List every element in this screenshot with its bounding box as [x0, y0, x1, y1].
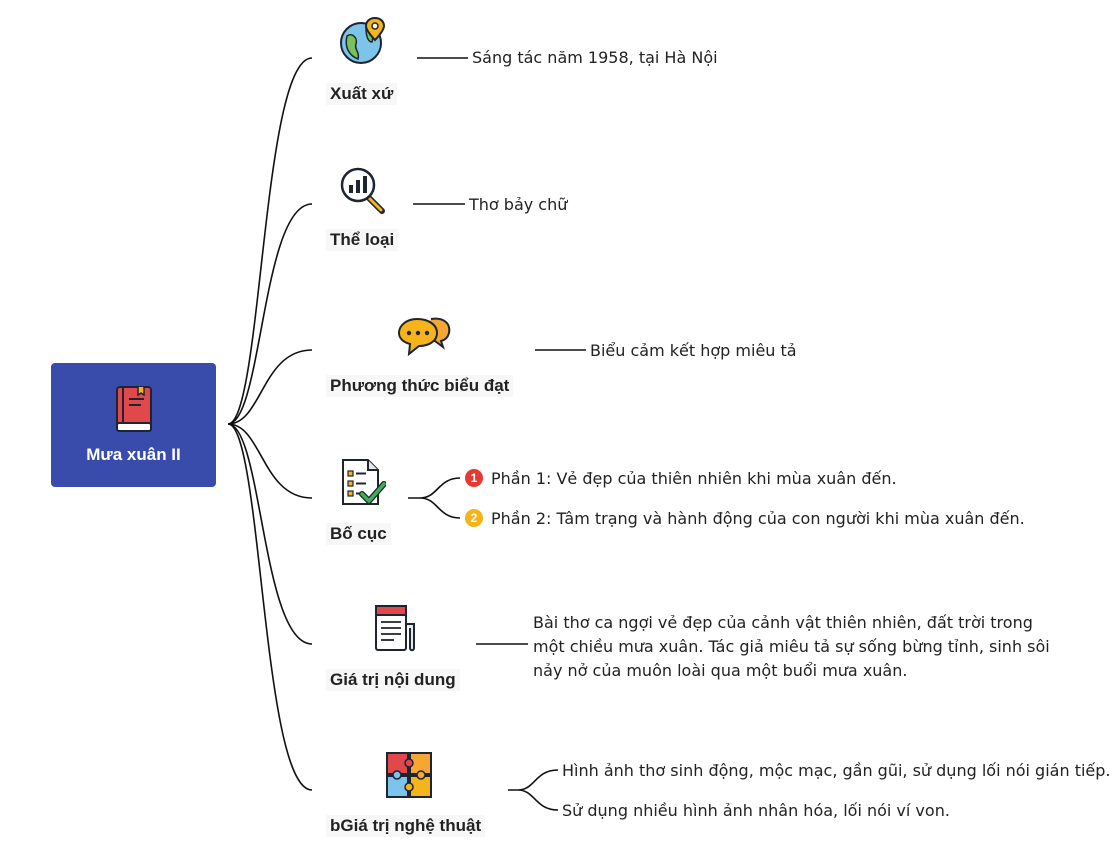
branch-label-nghe-thuat[interactable]: bGiá trị nghệ thuật [326, 815, 486, 837]
marker-1-icon: 1 [465, 469, 483, 487]
puzzle-icon [386, 752, 432, 798]
detail-bo-cuc-1: Phần 1: Vẻ đẹp của thiên nhiên khi mùa x… [491, 469, 897, 488]
link-bo-cuc [227, 423, 313, 499]
detail-nghe-thuat-1: Hình ảnh thơ sinh động, mộc mạc, gần gũi… [562, 761, 1111, 780]
notebook-icon [375, 605, 415, 652]
root-node[interactable]: Mưa xuân II [51, 363, 216, 487]
book-icon [115, 386, 152, 432]
detail-noi-dung: Bài thơ ca ngợi vẻ đẹp của cảnh vật thiê… [533, 611, 1073, 683]
detail-noi-dung-line-3: nảy nở của muôn loài qua một buổi mưa xu… [533, 661, 908, 680]
branch-label-bo-cuc[interactable]: Bố cục [326, 523, 391, 545]
link-gia-tri-noi-dung [227, 423, 313, 645]
chat-bubbles-icon [397, 317, 451, 357]
link-detail-bo-cuc [408, 477, 461, 519]
link-xuat-xu [227, 57, 313, 425]
detail-bo-cuc-2: Phần 2: Tâm trạng và hành động của con n… [491, 509, 1025, 528]
globe-location-icon [340, 16, 386, 64]
link-detail-nghe-thuat [508, 769, 559, 811]
root-title: Mưa xuân II [86, 445, 181, 464]
branch-label-xuat-xu[interactable]: Xuất xứ [326, 83, 398, 105]
detail-xuat-xu: Sáng tác năm 1958, tại Hà Nội [472, 48, 718, 67]
branch-label-phuong-thuc[interactable]: Phương thức biểu đạt [326, 375, 514, 397]
detail-noi-dung-line-1: Bài thơ ca ngợi vẻ đẹp của cảnh vật thiê… [533, 613, 1033, 632]
detail-phuong-thuc: Biểu cảm kết hợp miêu tả [590, 341, 797, 360]
link-the-loai [227, 203, 313, 425]
marker-2-icon: 2 [465, 509, 483, 527]
detail-noi-dung-line-2: một chiều mưa xuân. Tác giả miêu tả sự s… [533, 637, 1050, 656]
detail-nghe-thuat-2: Sử dụng nhiều hình ảnh nhân hóa, lối nói… [562, 801, 950, 820]
link-phuong-thuc [227, 349, 313, 425]
checklist-icon [342, 459, 386, 505]
branch-label-noi-dung[interactable]: Giá trị nội dung [326, 669, 460, 691]
detail-the-loai: Thơ bảy chữ [469, 195, 568, 214]
branch-label-the-loai[interactable]: Thể loại [326, 229, 399, 251]
link-gia-tri-nghe-thuat [227, 423, 313, 791]
magnifier-chart-icon [340, 167, 385, 214]
